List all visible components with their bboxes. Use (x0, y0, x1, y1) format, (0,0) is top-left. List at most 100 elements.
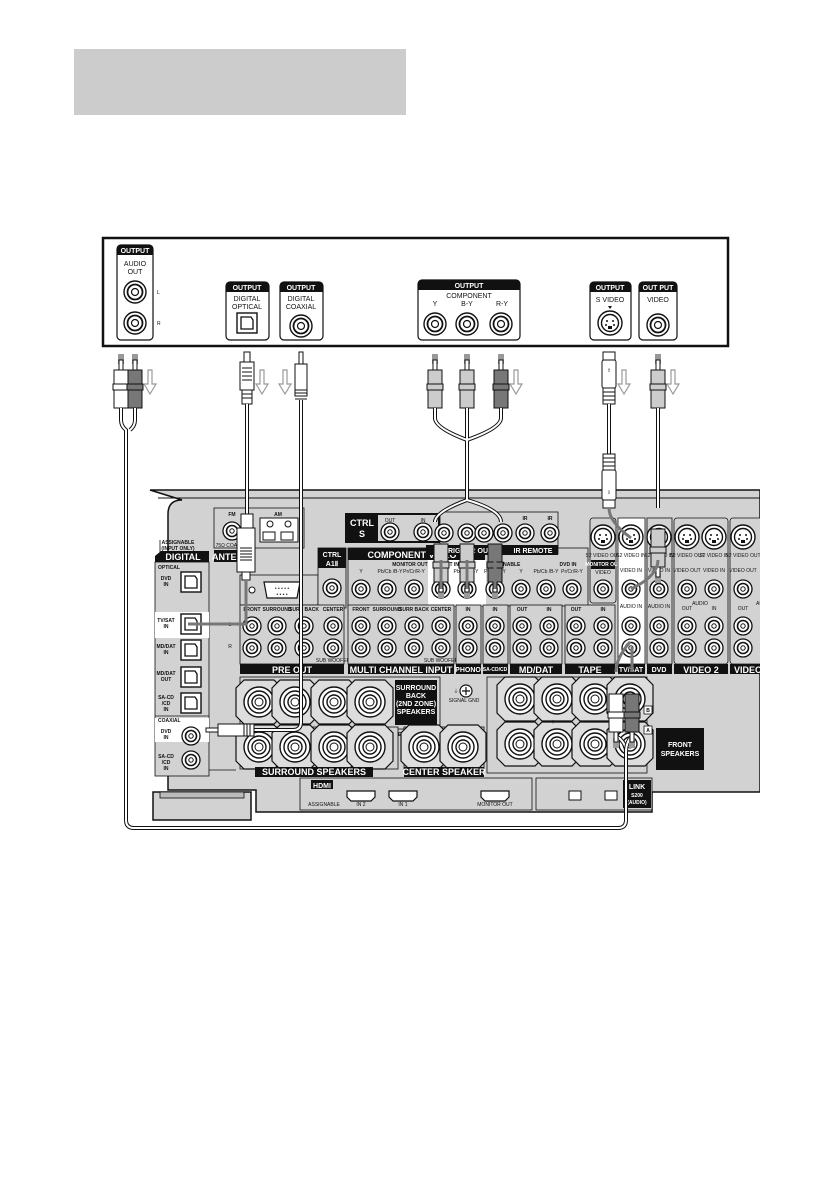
col-label: Y (519, 569, 523, 575)
mddat-out-l-jack[interactable] (512, 616, 532, 636)
monitor-out-label: MONITOR OUT (477, 802, 512, 808)
digital-optical-jack-group: OUTPUT DIGITAL OPTICAL (225, 281, 270, 341)
multi-surrback-r-jack[interactable] (404, 638, 424, 658)
by-label: B-Y (461, 301, 473, 308)
pre-out-surround-l-jack[interactable] (267, 616, 287, 636)
video2-audio-out-l-jack[interactable] (677, 616, 697, 636)
video-output-jack-group: OUT PUT VIDEO (638, 281, 678, 341)
pre-out-center-jack[interactable] (323, 616, 343, 636)
multi-center-jack[interactable] (431, 616, 451, 636)
out-label: OUT (517, 607, 528, 613)
link-port-1[interactable] (568, 790, 582, 801)
hdmi-in2-port[interactable] (346, 790, 376, 802)
video-output-jack[interactable] (646, 313, 670, 337)
component-monitor-pr-jack[interactable] (404, 579, 424, 599)
ir-out-1-jack[interactable] (515, 523, 535, 543)
video2-s2-in-jack[interactable] (701, 524, 727, 550)
hdmi-monitor-out-port[interactable] (480, 790, 510, 802)
ctrl-a1-jack[interactable] (322, 578, 342, 598)
audio-label: AUDIO IN (648, 604, 671, 610)
ctrl-s-out-jack[interactable] (380, 522, 400, 542)
multi-surrback-l-jack[interactable] (404, 616, 424, 636)
svg-text:IR: IR (523, 516, 528, 522)
s-video-output-jack[interactable] (597, 310, 623, 336)
trigger-2nd-zone-jack[interactable] (457, 523, 477, 543)
component-by-jack[interactable] (455, 312, 479, 336)
coaxial-dvd-in[interactable]: DVD IN (161, 726, 201, 746)
mddat-out-r-jack[interactable] (512, 638, 532, 658)
component-y-jack[interactable] (423, 312, 447, 336)
component-monitor-pb-jack[interactable] (377, 579, 397, 599)
ir-out-2-jack[interactable] (493, 523, 513, 543)
optical-mddat-in[interactable]: MD/DAT IN (156, 639, 202, 661)
sacd-l-jack[interactable] (485, 616, 505, 636)
video-audio-out-r-jack[interactable] (733, 638, 753, 658)
component-dvd-pb-jack[interactable] (536, 579, 556, 599)
pre-out-subwoofer-jack[interactable] (323, 638, 343, 658)
video-s2-out-jack[interactable] (730, 524, 756, 550)
monitor-video-out-jack[interactable] (593, 579, 613, 599)
video2-audio-in-l-jack[interactable] (704, 616, 724, 636)
tape-section: OUT IN TAPE (564, 604, 616, 675)
trigger-main-jack[interactable] (434, 523, 454, 543)
video2-audio-in-r-jack[interactable] (704, 638, 724, 658)
phono-r-jack[interactable] (458, 638, 478, 658)
tvsat-audio-l-jack[interactable] (621, 616, 641, 636)
optical-sacd-in[interactable]: SA-CD /CD IN (158, 692, 202, 714)
multi-surround-r-jack[interactable] (377, 638, 397, 658)
optical-dvd-in[interactable]: DVD IN (161, 571, 202, 593)
hdmi-in1-port[interactable] (388, 790, 418, 802)
surround-l-plus-terminal[interactable] (346, 724, 394, 770)
pre-out-surrback-r-jack[interactable] (294, 638, 314, 658)
mddat-in-l-jack[interactable] (539, 616, 559, 636)
pre-out-front-r-jack[interactable] (242, 638, 262, 658)
video-audio-out-l-jack[interactable] (733, 616, 753, 636)
sacd-r-jack[interactable] (485, 638, 505, 658)
col-label: SURROUND (263, 607, 292, 613)
center-plus-terminal[interactable] (439, 724, 487, 770)
tape-out-l-jack[interactable] (566, 616, 586, 636)
dvd-audio-l-jack[interactable] (649, 616, 669, 636)
component-dvd-pr-jack[interactable] (562, 579, 582, 599)
component-dvd-y-jack[interactable] (511, 579, 531, 599)
phono-l-jack[interactable] (458, 616, 478, 636)
pre-out-surrback-l-jack[interactable] (294, 616, 314, 636)
ctrl-s-in-jack[interactable] (413, 522, 433, 542)
ir-in-jack[interactable] (540, 523, 560, 543)
digital-optical-label-2: OPTICAL (232, 304, 262, 311)
mddat-in-r-jack[interactable] (539, 638, 559, 658)
audio-out-r-jack[interactable] (123, 311, 147, 335)
component-monitor-y-jack[interactable] (351, 579, 371, 599)
multi-front-r-jack[interactable] (351, 638, 371, 658)
surround-back-l-plus-terminal[interactable] (346, 679, 394, 725)
multi-front-l-jack[interactable] (351, 616, 371, 636)
component-ry-jack[interactable] (489, 312, 513, 336)
link-port-2[interactable] (604, 790, 618, 801)
video2-video-in-jack[interactable] (704, 579, 724, 599)
coaxial-sacd-in[interactable]: SA-CD /CD IN (158, 750, 201, 772)
rs232-port[interactable]: • • • • • • • • • (239, 574, 319, 606)
monitor-out-badge: MONITOR OUT (585, 562, 620, 568)
video-in-label: VIDEO IN (703, 568, 725, 574)
pre-out-surround-r-jack[interactable] (267, 638, 287, 658)
dvd-audio-r-jack[interactable] (649, 638, 669, 658)
video-video-out-jack[interactable] (733, 579, 753, 599)
output-badge: OUT PUT (643, 285, 674, 292)
audio-out-l-jack[interactable] (123, 280, 147, 304)
optical-mddat-out[interactable]: MD/DAT OUT (156, 666, 202, 688)
multi-surround-l-jack[interactable] (377, 616, 397, 636)
signal-gnd-terminal[interactable]: ⏚ SIGNAL GND (449, 684, 480, 704)
video2-audio-out-r-jack[interactable] (677, 638, 697, 658)
monitor-s2-video-jack[interactable] (590, 524, 616, 550)
tape-in-r-jack[interactable] (593, 638, 613, 658)
video2-video-out-jack[interactable] (677, 579, 697, 599)
digital-coaxial-jack[interactable] (289, 314, 313, 338)
digital-optical-jack[interactable] (236, 312, 258, 334)
optical-tvsat-in[interactable]: TV/SAT IN (157, 613, 202, 635)
svg-text:/CD: /CD (162, 701, 171, 707)
multi-subwoofer-jack[interactable] (431, 638, 451, 658)
tape-in-l-jack[interactable] (593, 616, 613, 636)
tape-out-r-jack[interactable] (566, 638, 586, 658)
video2-s2-out-jack[interactable] (674, 524, 700, 550)
trigger-3rd-zone-jack[interactable] (474, 523, 494, 543)
